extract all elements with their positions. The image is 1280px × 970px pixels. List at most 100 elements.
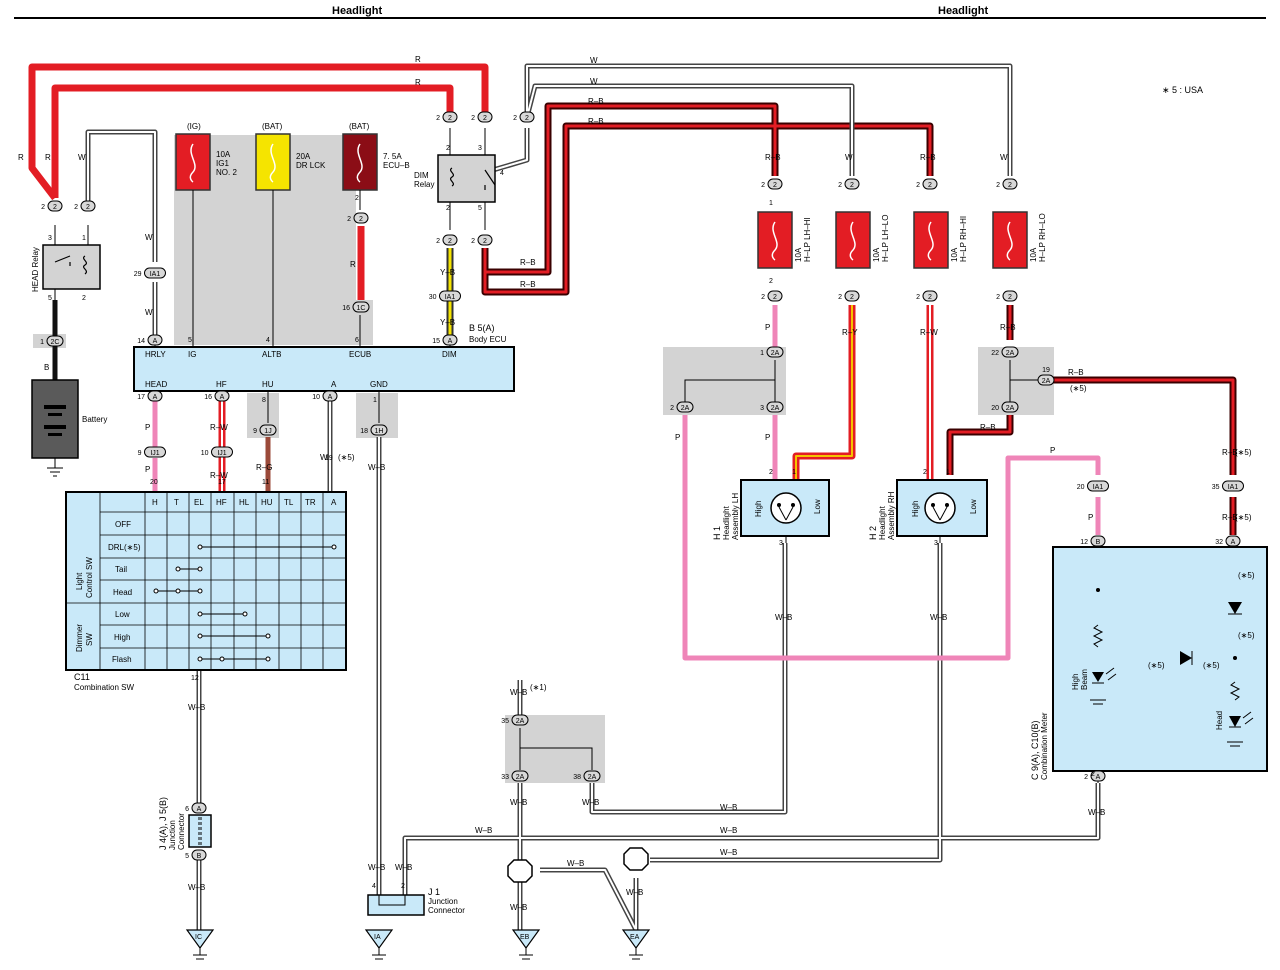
pin-number: 15 (432, 338, 440, 345)
pin-number-8: 5 (478, 205, 482, 212)
pin-number: 2 (838, 182, 842, 189)
pin-number: 2 (761, 294, 765, 301)
connector-label: 2 (53, 204, 57, 211)
wire-label-yb-2: Y–B (440, 318, 455, 327)
wire-label-rb-4: R–B (520, 280, 536, 289)
pin-number-23: 1 (792, 469, 796, 476)
connector-cb-41: B5 (185, 849, 207, 861)
header-right: Headlight (938, 5, 989, 17)
dim-relay-label-1: DIM (414, 171, 429, 180)
connector-label: A (197, 806, 202, 813)
connector-c2-9: 22 (838, 178, 860, 190)
connector-label: A (153, 394, 158, 401)
combo-lc-title-2: Control SW (85, 557, 94, 598)
wires-ry (792, 305, 856, 480)
combo-col-hu: HU (261, 498, 273, 507)
pin-number: 9 (253, 428, 257, 435)
pin-number: 2 (838, 294, 842, 301)
wire-label-wb-10: W–B (567, 859, 584, 868)
wires-r (28, 63, 489, 300)
lh-name-1: Headlight (722, 505, 731, 540)
fuse-rh-hi (913, 211, 949, 269)
wire-label-wb-2: W–B (188, 703, 205, 712)
fuse-rh-lo-rating: 10A (1029, 247, 1038, 262)
wire-label-p-1: P (145, 423, 150, 432)
connector-c2-11: 22 (996, 178, 1018, 190)
pin-number: 18 (360, 428, 368, 435)
pin-number: 10 (201, 450, 209, 457)
head-relay-label: HEAD Relay (31, 247, 40, 292)
pin-number: 2 (436, 238, 440, 245)
fuse-lh-lo (835, 211, 871, 269)
wire-label-ry: R–Y (842, 328, 858, 337)
pin-number-0: 3 (48, 235, 52, 242)
pin-number: 20 (991, 405, 999, 412)
pin-number-28: 4 (372, 883, 376, 890)
ground-eb: EB (520, 934, 530, 941)
pin-number: 2 (761, 182, 765, 189)
pin-number-14: 6 (355, 337, 359, 344)
connector-label: 2 (1008, 294, 1012, 301)
pin-number: 19 (1042, 367, 1050, 374)
connector-label: 2 (448, 115, 452, 122)
connector-label: 2 (850, 294, 854, 301)
rh-name-2: Assembly RH (887, 491, 896, 540)
wire-label-rb-1: R–B (588, 97, 604, 106)
ecu-pin-gnd: GND (370, 380, 388, 389)
wire-label-p-3: P (765, 323, 770, 332)
combo-col-a: A (331, 498, 337, 507)
wire-label-rb-5: R–B (765, 153, 781, 162)
rh-low-label: Low (969, 499, 978, 514)
dim-relay-label-2: Relay (414, 180, 434, 189)
connector-c2-13: 22 (838, 290, 860, 302)
wire-label-b: B (44, 363, 49, 372)
star5-label-4: (∗5) (338, 453, 355, 462)
ground-ic: IC (195, 934, 202, 941)
wire-label-p-7: P (1088, 513, 1093, 522)
rh-high-label: High (911, 501, 920, 517)
rh-code: H 2 (868, 526, 878, 540)
footnote-usa: ∗ 5 : USA (1162, 85, 1204, 95)
star5-label-1: (∗5) (1235, 448, 1252, 457)
lh-name-2: Assembly LH (731, 493, 740, 540)
connector-c2-10: 22 (916, 178, 938, 190)
wire-label-wb-7: W–B (720, 826, 737, 835)
fuse-ig-l1: IG1 (216, 159, 229, 168)
pin-number: 32 (1215, 539, 1223, 546)
connector-label: A (328, 394, 333, 401)
pin-number-6: 4 (500, 170, 504, 177)
connector-ca-22: A17 (137, 390, 163, 402)
combo-code: C11 (74, 672, 90, 682)
connector-c1j-25: 1J9 (253, 424, 277, 436)
pin-number: 1 (40, 339, 44, 346)
connector-label: 2C (51, 339, 60, 346)
pin-number: 2 (347, 216, 351, 223)
lh-low-label: Low (813, 499, 822, 514)
combo-dim-title-1: Dimmer (75, 624, 84, 652)
connector-label: A (1096, 774, 1101, 781)
wire-label-w-6: W (1000, 153, 1008, 162)
junction-connector-j4 (188, 814, 212, 848)
wire-label-wb-8: W–B (720, 803, 737, 812)
wire-label-wb-12: W–B (510, 688, 527, 697)
wire-label-wb-14: W–B (582, 798, 599, 807)
wire-label-wb-18: W–B (930, 613, 947, 622)
connector-label: 1H (375, 428, 384, 435)
connector-label: 2 (525, 115, 529, 122)
connector-label: 2 (773, 294, 777, 301)
wires-wb (196, 437, 1101, 932)
pin-number-27: 3 (934, 540, 938, 547)
connector-c2-7: 22 (471, 234, 493, 246)
wire-label-rb-6: R–B (920, 153, 936, 162)
connector-label: A (1231, 539, 1236, 546)
wire-label-p-4: P (765, 433, 770, 442)
pin-number-10: 1 (769, 200, 773, 207)
meter-name: Combination Meter (1040, 712, 1049, 780)
wire-label-p-5: P (675, 433, 680, 442)
wire-label-wb-1: W–B (368, 463, 385, 472)
dim-relay (437, 128, 496, 230)
